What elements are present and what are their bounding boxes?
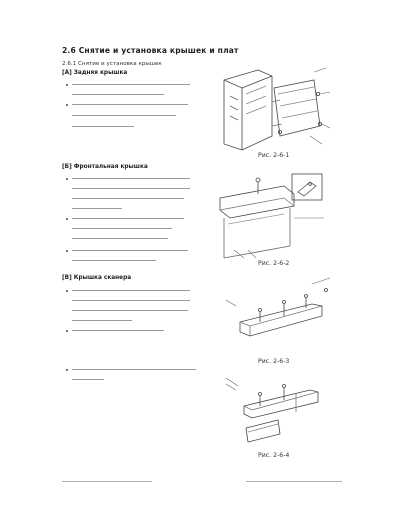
text-line [72,290,190,292]
figure-caption: Рис. 2-6-3 [258,358,290,365]
bullet [66,290,69,293]
text-line [72,320,132,322]
text-line [72,238,168,240]
text-line [72,198,184,200]
bullet [66,250,69,253]
figure-caption: Рис. 2-6-2 [258,260,290,267]
text-line [72,208,122,210]
text-line [72,115,176,117]
text-line [72,126,134,128]
text-line [72,188,190,190]
bullet [66,218,69,221]
text-line [72,228,172,230]
bullet [66,369,69,372]
figure-rear-cover [223,67,331,151]
text-line [72,250,188,252]
bullet [66,84,69,87]
text-line [72,369,196,371]
figure-caption: Рис. 2-6-4 [258,452,290,459]
section-heading-rear-cover: [A] Задняя крышка [62,70,128,76]
page-subtitle: 2.6.1 Снятие и установка крышек [62,61,162,67]
figure-scanner-cover-part [225,377,319,443]
text-line [72,260,156,262]
text-line [72,94,164,96]
text-line [72,178,190,180]
text-line [72,379,104,381]
figure-front-cover [219,173,324,259]
page-title: 2.6 Снятие и установка крышек и плат [62,46,239,55]
figure-scanner-cover [225,277,331,337]
bullet [66,330,69,333]
text-line [72,300,190,302]
text-line [72,104,188,106]
text-line [72,330,164,332]
footer-left-line [62,481,152,482]
text-line [72,310,188,312]
footer-right-line [246,481,342,482]
text-line [72,218,184,220]
figure-caption: Рис. 2-6-1 [258,152,290,159]
section-heading-front-cover: [Б] Фронтальная крышка [62,164,148,170]
text-line [72,84,190,86]
bullet [66,104,69,107]
bullet [66,178,69,181]
section-heading-scanner-cover: [В] Крышка сканера [62,275,132,281]
